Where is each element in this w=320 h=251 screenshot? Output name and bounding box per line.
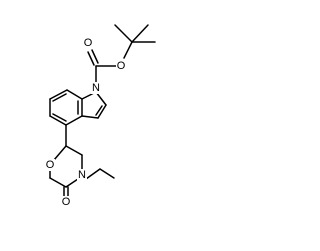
bond-n-ethyl-1	[85, 168, 101, 180]
bond-c2-c3	[97, 104, 107, 119]
bond-m-n-c5	[65, 178, 79, 188]
bond-c5-c4-inner	[52, 113, 67, 122]
bond-tbu-o	[123, 41, 133, 59]
bond-tbu-c1	[114, 24, 133, 43]
atom-n-morpholine: N	[77, 169, 87, 181]
bond-n-ethyl-2	[99, 168, 115, 179]
atom-o-morpholine: O	[45, 159, 55, 171]
bond-c7-c6	[49, 89, 68, 100]
atom-label-n-indole: N	[92, 82, 100, 94]
bond-layer	[49, 24, 156, 198]
atom-label-o-lactam: O	[62, 196, 71, 208]
molecule-structure: O O N O N O	[45, 24, 156, 208]
bond-m-c2-c3	[65, 145, 83, 156]
bond-c2-c3-inner	[95, 105, 103, 116]
atom-o-lactam: O	[61, 196, 71, 208]
bond-c-eq-o-1	[87, 51, 95, 66]
bond-m-o-c2	[53, 145, 67, 161]
bond-c5-c4	[49, 115, 67, 126]
bond-c3-c3a	[81, 115, 99, 119]
bond-tbu-c3	[131, 24, 149, 43]
atom-label-o-ester: O	[117, 60, 126, 72]
atom-o-ester: O	[116, 60, 126, 72]
atom-n-indole: N	[91, 82, 101, 94]
atom-label-o-morpholine: O	[46, 159, 55, 171]
bond-c7a-c7	[66, 89, 83, 100]
atom-label-o-carbonyl: O	[84, 37, 93, 49]
atom-layer: O O N O N O	[45, 37, 126, 208]
atom-o-carbonyl: O	[83, 37, 93, 49]
bond-n1-c2	[95, 91, 107, 106]
bond-m-c5-c6	[49, 177, 67, 188]
bond-c7-c6-inner	[52, 93, 67, 102]
bond-c-eq-o-2	[91, 49, 99, 64]
bond-c4-c3a	[65, 115, 83, 126]
atom-label-n-morpholine: N	[78, 169, 86, 181]
